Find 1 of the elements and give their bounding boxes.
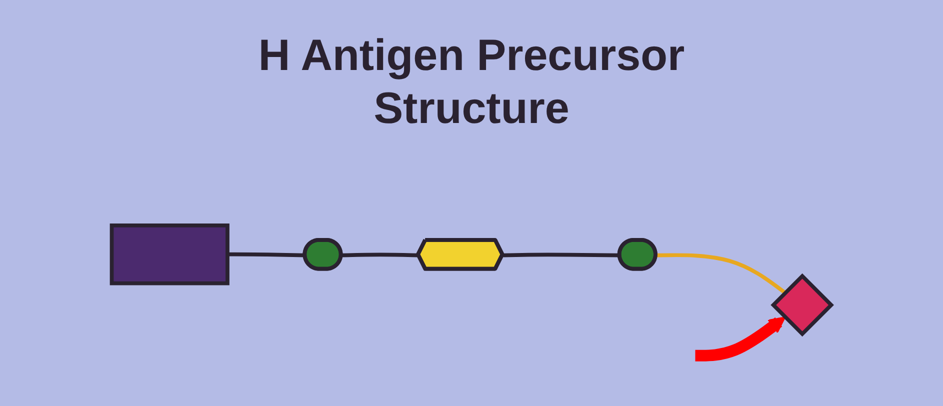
title: H Antigen Precursor Structure	[257, 30, 686, 135]
